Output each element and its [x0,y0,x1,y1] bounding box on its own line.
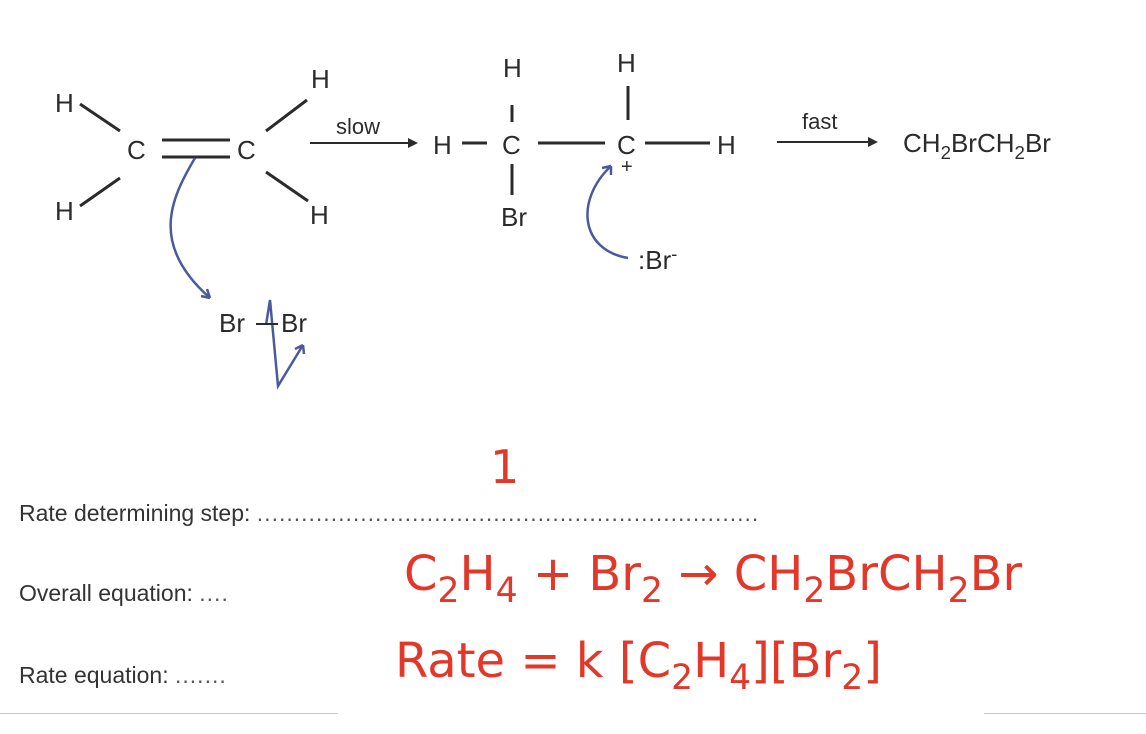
fast-label: fast [802,109,838,134]
pi-bond-curly-arrow [169,157,211,299]
overall-row: Overall equation: .... [19,582,229,605]
bromine-right: Br [281,308,307,338]
ethene-h-bottom-left: H [55,196,74,226]
overall-dots: .... [199,580,229,606]
intermediate-h-right: H [717,130,736,160]
rds-answer: 1 [490,440,520,494]
fast-arrow [777,137,878,147]
overall-equation-answer: C2H4 + Br2 → CH2BrCH2Br [404,546,1023,612]
ethene-h-bottom-right: H [310,200,329,230]
intermediate-h-left: H [433,130,452,160]
ethene-c-right: C [237,135,256,165]
ethene-bonds [79,98,309,208]
intermediate-br: Br [501,202,527,232]
ethene-c-left: C [127,135,146,165]
rate-dots: ....... [175,662,227,688]
bottom-rule-left [0,713,338,714]
intermediate-h-top-left: H [503,53,522,83]
carbocation-charge: + [621,156,633,178]
rds-label: Rate determining step: [19,500,251,526]
bromide-curly-arrow [586,165,629,260]
intermediate-bonds [462,86,710,195]
rds-row: Rate determining step: .................… [19,502,759,525]
curly-arrows [169,157,629,390]
rate-row: Rate equation: ....... [19,664,227,687]
bromine-left: Br [219,308,245,338]
rds-dots: ........................................… [256,500,760,526]
slow-label: slow [336,114,381,139]
rate-label: Rate equation: [19,662,169,688]
intermediate-c-left: C [502,130,521,160]
slow-arrow [310,138,418,148]
product-formula: CH2BrCH2Br [903,128,1051,163]
br-br-curly-arrow [264,299,305,390]
bromide-ion: :Br- [638,243,678,275]
overall-label: Overall equation: [19,580,193,606]
intermediate-h-top-right: H [617,48,636,78]
bottom-rule-right [984,713,1146,714]
intermediate-c-right: C [617,130,636,160]
ethene-h-top-right: H [311,64,330,94]
rate-equation-answer: Rate = k [C2H4][Br2] [395,633,882,699]
ethene-h-top-left: H [55,88,74,118]
